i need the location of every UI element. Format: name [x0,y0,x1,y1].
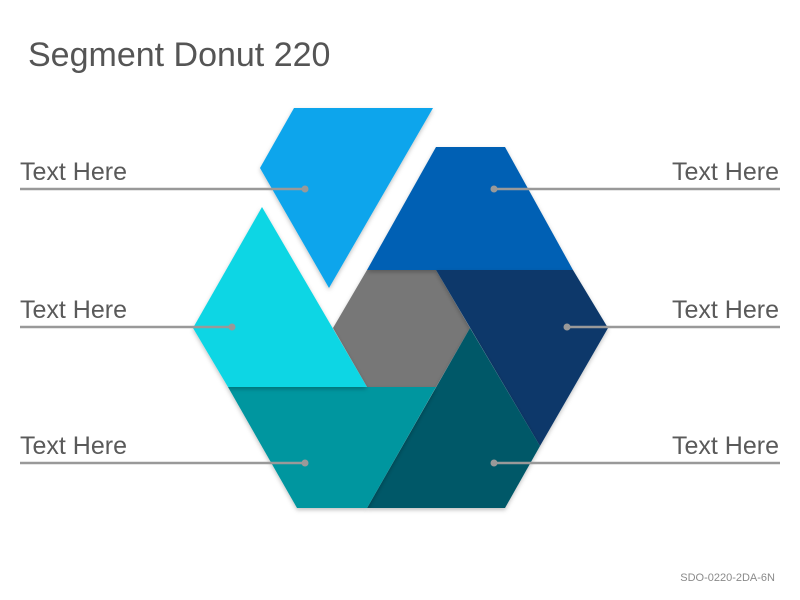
segment-top-right [367,147,573,270]
leader-dot-right-mid [563,323,571,331]
leader-dot-right-bottom [490,459,498,467]
label-left-mid: Text Here [20,296,127,324]
slide-title: Segment Donut 220 [28,36,331,74]
leader-dot-left-bottom [301,459,309,467]
label-right-top: Text Here [672,158,779,186]
center-hexagon [333,270,470,387]
segment-left [193,207,367,387]
segment-right [436,270,608,446]
segment-exploded [260,108,433,288]
leader-dot-left-mid [228,323,236,331]
label-right-mid: Text Here [672,296,779,324]
leader-dot-left-top [301,185,309,193]
label-left-bottom: Text Here [20,432,127,460]
leader-dot-right-top [490,185,498,193]
footer-code: SDO-0220-2DA-6N [680,572,775,584]
label-left-top: Text Here [20,158,127,186]
segment-bottom-left [228,387,436,508]
label-right-bottom: Text Here [672,432,779,460]
